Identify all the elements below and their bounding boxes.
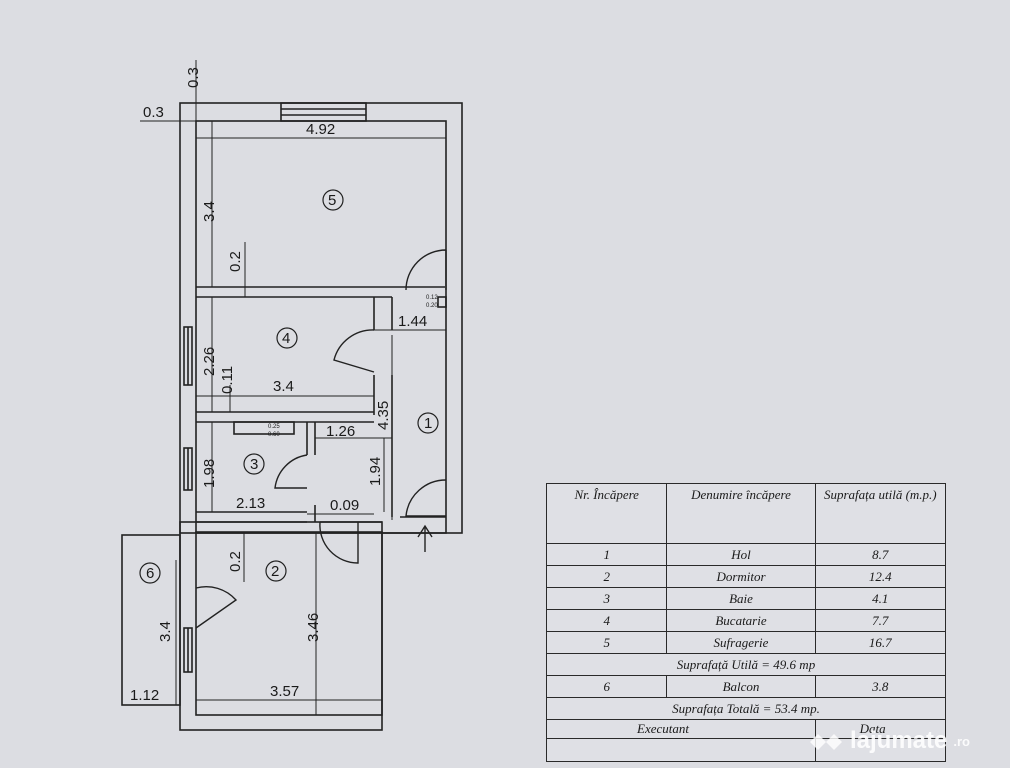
cell-room-number: 5 xyxy=(545,631,668,654)
dim-bucatarie-width: 3.4 xyxy=(273,378,294,395)
table-row: 5 Sufragerie 16.7 xyxy=(545,631,947,654)
cell-room-area: 16.7 xyxy=(814,631,947,654)
watermark-logo-icon xyxy=(810,734,842,750)
svg-text:4: 4 xyxy=(282,330,290,347)
cell-room-number: 1 xyxy=(545,543,668,566)
door-dormitor xyxy=(319,521,359,564)
dim-bucatarie-gap: 0.11 xyxy=(219,366,236,394)
watermark-name: lajumate xyxy=(850,727,948,754)
table-row: 6 Balcon 3.8 xyxy=(545,675,947,698)
cell-room-name: Balcon xyxy=(666,675,816,698)
executant-label: Executant xyxy=(546,719,816,739)
grand-total: Suprafața Totală = 53.4 mp. xyxy=(546,697,946,720)
dim-hol-width: 1.44 xyxy=(398,313,427,330)
balcony-outline xyxy=(121,534,181,706)
dim-wall-vertical: 0.3 xyxy=(185,67,202,88)
dim-sufragerie-width: 4.92 xyxy=(306,121,335,138)
door-balcon xyxy=(195,585,238,629)
room-marker-4: 4 xyxy=(276,327,298,349)
cell-room-name: Bucatarie xyxy=(666,609,816,632)
table-row: 2 Dormitor 12.4 xyxy=(545,565,947,588)
cell-room-number: 3 xyxy=(545,587,668,610)
dim-dormitor-gap: 0.2 xyxy=(227,551,244,572)
dim-baie-width: 2.13 xyxy=(236,495,265,512)
cell-room-area: 7.7 xyxy=(814,609,947,632)
svg-text:3: 3 xyxy=(250,456,258,473)
cell-room-number: 4 xyxy=(545,609,668,632)
watermark: lajumate .ro xyxy=(808,727,970,755)
dim-dormitor-height: 3.46 xyxy=(305,613,322,642)
room-markers: 5 4 1 3 2 6 xyxy=(139,189,439,584)
header-useful-area: Suprafața utilă (m.p.) xyxy=(814,483,947,544)
dim-balcon-width: 1.12 xyxy=(130,687,159,704)
dim-wall-horizontal: 0.3 xyxy=(143,104,164,121)
cell-room-area: 8.7 xyxy=(814,543,947,566)
dimension-lines xyxy=(122,60,446,715)
table-row: 4 Bucatarie 7.7 xyxy=(545,609,947,632)
table-row: 1 Hol 8.7 xyxy=(545,543,947,566)
shaft-box xyxy=(233,421,295,435)
signature-row xyxy=(546,738,947,762)
cell-room-name: Hol xyxy=(666,543,816,566)
room-marker-5: 5 xyxy=(322,189,344,211)
signature-cell xyxy=(546,738,816,762)
room-marker-3: 3 xyxy=(243,453,265,475)
cell-room-number: 2 xyxy=(545,565,668,588)
dim-bucatarie-height: 2.26 xyxy=(201,347,218,376)
executant-row: Executant Data xyxy=(546,719,947,739)
room-marker-1: 1 xyxy=(417,412,439,434)
dim-chimney-b: 0.20 xyxy=(426,303,438,309)
cell-room-area: 4.1 xyxy=(814,587,947,610)
useful-total: Suprafață Utilă = 49.6 mp xyxy=(546,653,946,676)
door-entrance xyxy=(405,479,447,517)
inner-wall-dormitor xyxy=(195,531,383,716)
dim-chimney-a: 0.12 xyxy=(426,295,438,301)
watermark-tld: .ro xyxy=(953,733,970,749)
dim-hol-gap: 0.09 xyxy=(330,497,359,514)
door-sufragerie xyxy=(405,249,447,291)
room-marker-2: 2 xyxy=(265,560,287,582)
useful-total-row: Suprafață Utilă = 49.6 mp xyxy=(546,653,946,676)
room-area-table: Nr. Încăpere Denumire încăpere Suprafața… xyxy=(545,483,947,762)
header-room-name: Denumire încăpere xyxy=(666,483,816,544)
dim-shaft-a: 0.25 xyxy=(268,424,280,430)
cell-room-area: 3.8 xyxy=(814,675,947,698)
dim-sufragerie-gap: 0.2 xyxy=(227,251,244,272)
dim-sufragerie-height: 3.4 xyxy=(201,201,218,222)
dim-hol-inner-width: 1.26 xyxy=(326,423,355,440)
dim-balcon-height: 3.4 xyxy=(157,621,174,642)
dimension-labels: 0.3 0.3 4.92 3.4 0.2 2.26 0.11 3.4 1.44 … xyxy=(130,67,438,704)
grand-total-row: Suprafața Totală = 53.4 mp. xyxy=(546,697,946,720)
cell-room-name: Sufragerie xyxy=(666,631,816,654)
door-bucatarie xyxy=(333,329,375,373)
dim-hol-inner-height: 1.94 xyxy=(367,457,384,486)
cell-room-number: 6 xyxy=(545,675,668,698)
dim-shaft-b: 0.60 xyxy=(268,432,280,438)
door-baie xyxy=(274,454,308,489)
cell-room-name: Baie xyxy=(666,587,816,610)
svg-text:5: 5 xyxy=(328,192,336,209)
dim-baie-height: 1.98 xyxy=(201,459,218,488)
dim-dormitor-width: 3.57 xyxy=(270,683,299,700)
svg-text:2: 2 xyxy=(271,563,279,580)
chimney-box xyxy=(437,296,447,308)
svg-text:6: 6 xyxy=(146,565,154,582)
entrance-arrow-icon xyxy=(417,524,433,552)
doors xyxy=(195,249,447,629)
svg-text:1: 1 xyxy=(424,415,432,432)
table-header-row: Nr. Încăpere Denumire încăpere Suprafața… xyxy=(545,483,947,544)
window-top xyxy=(280,102,367,122)
header-room-number: Nr. Încăpere xyxy=(545,483,668,544)
cell-room-name: Dormitor xyxy=(666,565,816,588)
room-marker-6: 6 xyxy=(139,562,161,584)
dim-hol-height: 4.35 xyxy=(375,401,392,430)
table-row: 3 Baie 4.1 xyxy=(545,587,947,610)
cell-room-area: 12.4 xyxy=(814,565,947,588)
